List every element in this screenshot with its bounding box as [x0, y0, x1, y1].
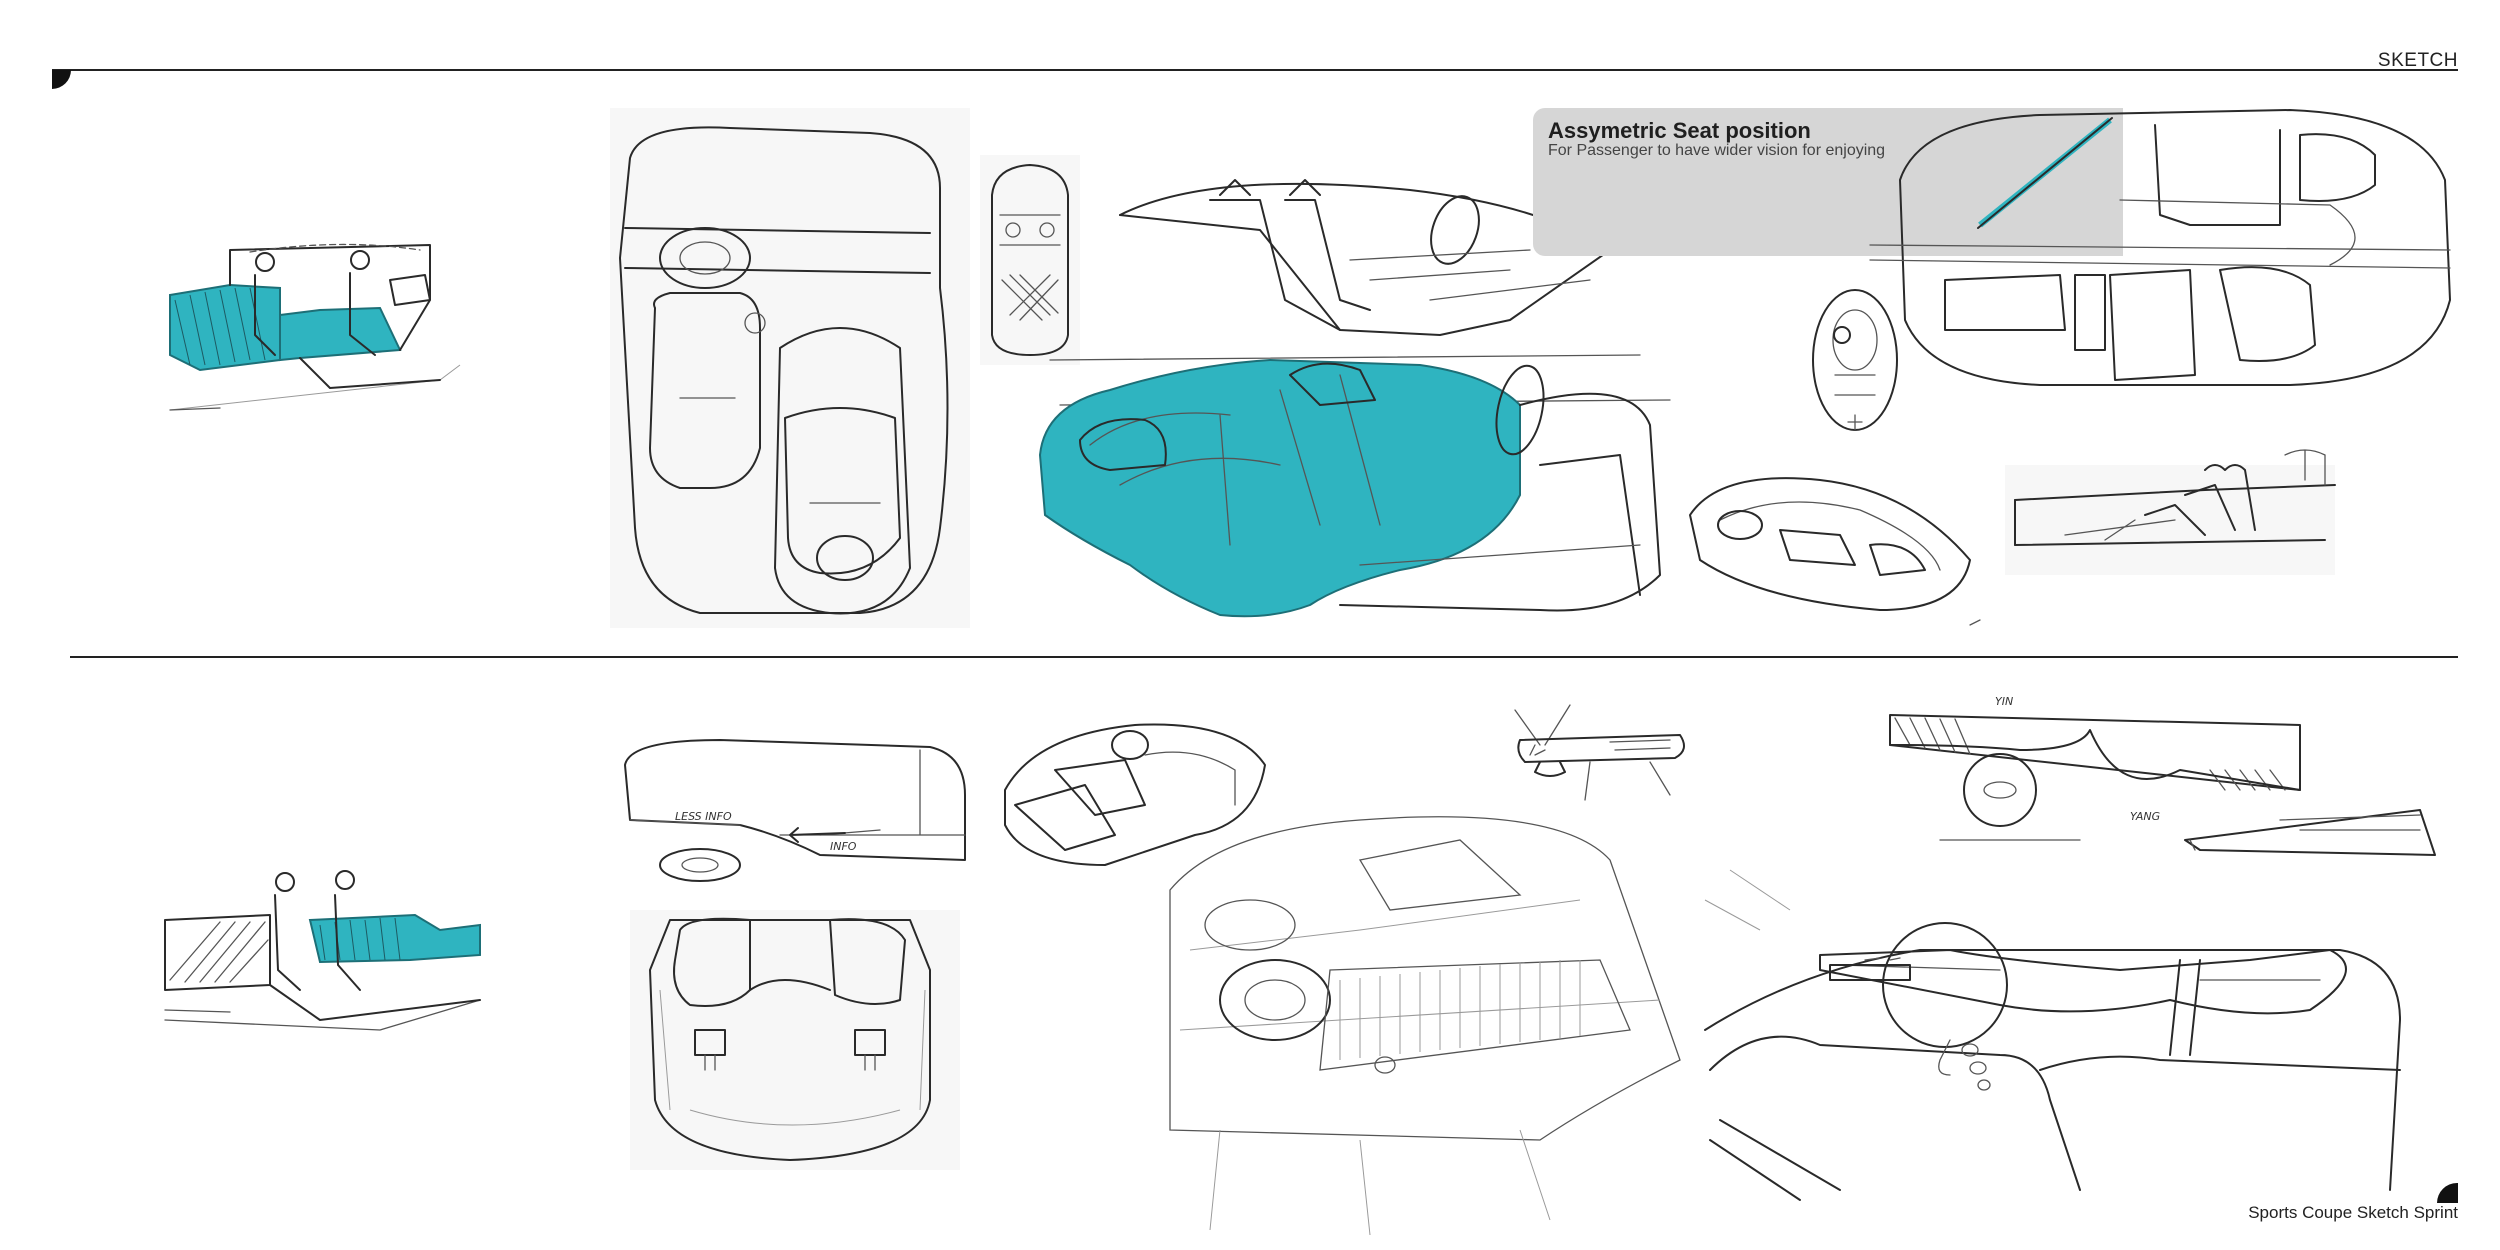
cabin-topview-sketch [610, 108, 970, 628]
middle-divider [70, 656, 2458, 658]
section-label: SKETCH [2377, 50, 2458, 71]
dashboard-perspective-sketch [1160, 800, 1700, 1240]
callout-panel [1533, 108, 2123, 256]
corner-mark-top-left [52, 70, 71, 89]
corner-mark-bottom-right [2437, 1183, 2458, 1203]
top-divider [52, 69, 2458, 71]
note-yin: YIN [1995, 695, 2013, 708]
pod-perspective-sketch [1680, 460, 1990, 630]
side-seat-sketch [2005, 445, 2345, 575]
mirror-detail-sketch [1510, 700, 1690, 810]
callout-subtitle: For Passenger to have wider vision for e… [1548, 142, 1886, 159]
dashboard-front-sketch: LESS INFO INFO [620, 735, 970, 885]
cabin-topview-right [1860, 100, 2460, 400]
asymmetric-seat-sketch [1020, 345, 1680, 635]
callout-title: Assymetric Seat position [1548, 118, 1811, 143]
rear-seat-sketch [980, 155, 1080, 365]
footer-title: Sports Coupe Sketch Sprint [2248, 1203, 2458, 1222]
seat-layout-diagram-top [160, 240, 470, 420]
note-yang: YANG [2130, 810, 2160, 823]
dashboard-interior-sketch [1700, 870, 2420, 1200]
front-seats-rear-sketch [630, 910, 960, 1170]
yin-yang-dashboard-sketch: YIN YANG [1880, 695, 2460, 890]
pod-topview-sketch [1800, 280, 1910, 440]
note-less-info: LESS INFO [675, 810, 732, 823]
seat-layout-diagram-bottom [160, 870, 490, 1030]
note-info: INFO [830, 840, 857, 853]
driver-seat-perspective [995, 715, 1275, 875]
